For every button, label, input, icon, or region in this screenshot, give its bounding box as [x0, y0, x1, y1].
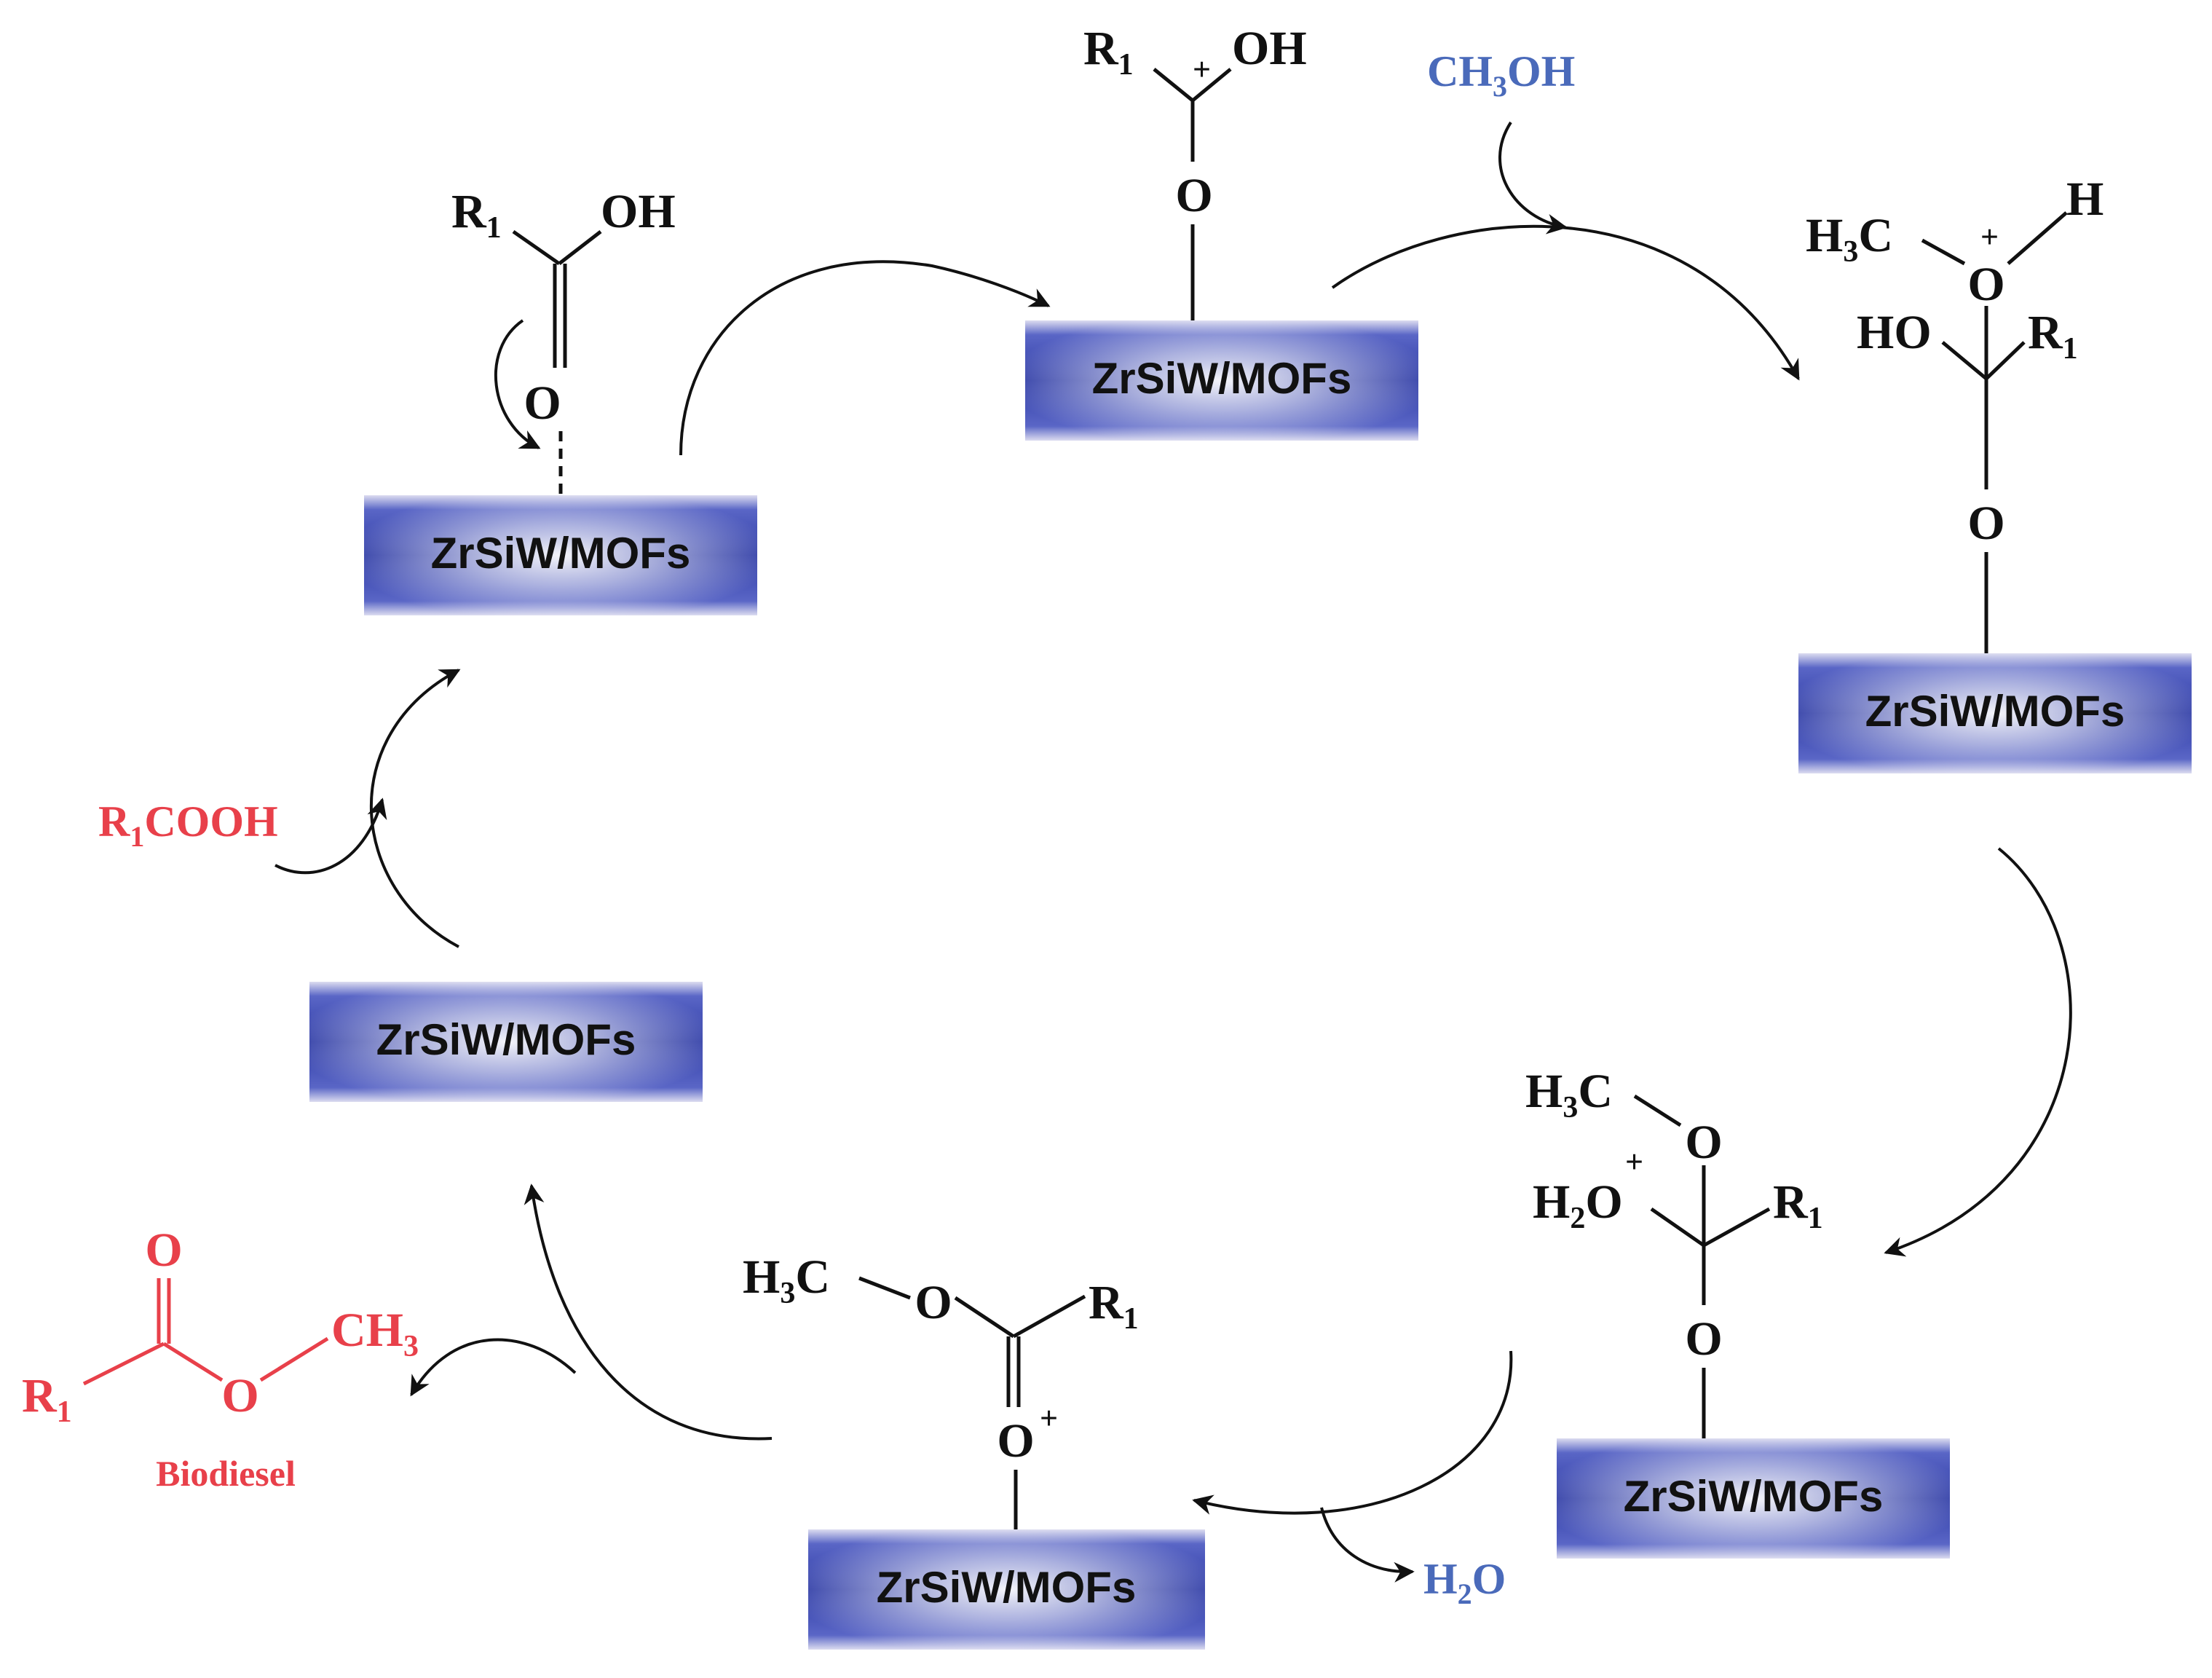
atom-oh: OH: [1232, 22, 1307, 75]
recycled-acid-label: R1COOH: [98, 797, 278, 853]
atom-ch3: CH3: [331, 1304, 419, 1363]
positive-charge: +: [1980, 219, 1999, 255]
adsorbed-acid-structure: R1 OH O: [451, 185, 676, 495]
catalyst-label: ZrSiW/MOFs: [431, 529, 691, 578]
positive-charge: +: [1193, 52, 1211, 87]
atom-o-carbonyl: O: [145, 1224, 182, 1277]
catalyst-label: ZrSiW/MOFs: [1092, 354, 1352, 403]
positive-charge: +: [1625, 1144, 1643, 1180]
methanol-adduct-structure: H3C H + O HO R1 O: [1806, 173, 2104, 653]
protonated-carbonyl-bonds: [1153, 68, 1232, 320]
arrow-step-2-3: [1331, 224, 1800, 381]
atom-r1: R1: [1773, 1175, 1823, 1235]
arrow-step-1-2: [679, 260, 1051, 456]
protonated-carbonyl-structure: R1 OH + O: [1083, 22, 1307, 320]
atom-h: H: [2066, 173, 2104, 226]
biodiesel-structure: O R1 O CH3 Biodiesel: [22, 1224, 419, 1494]
atom-h3c: H3C: [1806, 209, 1893, 269]
catalyst-label: ZrSiW/MOFs: [1865, 687, 2125, 736]
catalyst-box-bottom-right: ZrSiW/MOFs: [1557, 1438, 1950, 1559]
atom-o-plus: O: [997, 1414, 1034, 1468]
atom-h3c: H3C: [743, 1250, 830, 1310]
methanol-label: CH3OH: [1427, 47, 1575, 103]
positive-charge: +: [1040, 1401, 1058, 1436]
arrow-step-4-5: [1192, 1350, 1513, 1515]
atom-o-methoxy: O: [1685, 1116, 1722, 1169]
catalyst-box-left: ZrSiW/MOFs: [309, 982, 703, 1102]
atom-o-methoxy: O: [915, 1276, 952, 1329]
atom-o: O: [1685, 1312, 1722, 1366]
atom-oh: OH: [601, 185, 676, 238]
proton-transfer-bonds: [1633, 1094, 1771, 1438]
cycle-arrows: [274, 121, 2072, 1583]
catalyst-label: ZrSiW/MOFs: [877, 1563, 1137, 1612]
arrow-biodiesel-out: [410, 1338, 577, 1397]
proton-transfer-structure: H3C O + H2O R1 O: [1525, 1065, 1823, 1438]
arrow-acid-in: [274, 797, 387, 875]
atom-h2o: H2O: [1533, 1175, 1623, 1235]
arrow-water-out: [1320, 1507, 1415, 1583]
atom-o-carbonyl: O: [524, 377, 561, 430]
catalyst-box-top-center: ZrSiW/MOFs: [1025, 320, 1418, 441]
atom-r1: R1: [1083, 22, 1134, 82]
electron-push-arrow: [494, 319, 541, 449]
atom-o: O: [1967, 497, 2004, 550]
adsorbed-acid-bonds: [512, 229, 602, 495]
water-label: H2O: [1423, 1555, 1506, 1610]
arrow-methanol-in: [1498, 121, 1568, 235]
atom-r1: R1: [451, 185, 502, 245]
ester-cation-bonds: [858, 1276, 1086, 1529]
arrow-step-3-4: [1884, 847, 2072, 1257]
biodiesel-label: Biodiesel: [156, 1453, 296, 1494]
atom-o-ester: O: [221, 1369, 258, 1422]
atom-o-plus: O: [1967, 258, 2004, 311]
catalyst-label: ZrSiW/MOFs: [376, 1015, 636, 1064]
arrow-step-5-6: [524, 1183, 773, 1441]
atom-r1: R1: [1089, 1276, 1139, 1336]
catalyst-label: ZrSiW/MOFs: [1624, 1472, 1884, 1521]
catalyst-box-right: ZrSiW/MOFs: [1798, 653, 2192, 773]
methanol-adduct-bonds: [1921, 211, 2068, 653]
biodiesel-bonds: [82, 1278, 329, 1386]
ester-cation-structure: H3C O R1 O +: [743, 1250, 1139, 1529]
catalyst-box-top-left: ZrSiW/MOFs: [364, 495, 757, 615]
atom-r1: R1: [22, 1369, 72, 1429]
atom-r1: R1: [2028, 306, 2078, 366]
catalyst-box-bottom-center: ZrSiW/MOFs: [808, 1529, 1205, 1650]
atom-o: O: [1175, 169, 1212, 222]
atom-h3c: H3C: [1525, 1065, 1613, 1124]
arrow-step-6-1: [370, 669, 461, 948]
atom-ho: HO: [1857, 306, 1932, 359]
